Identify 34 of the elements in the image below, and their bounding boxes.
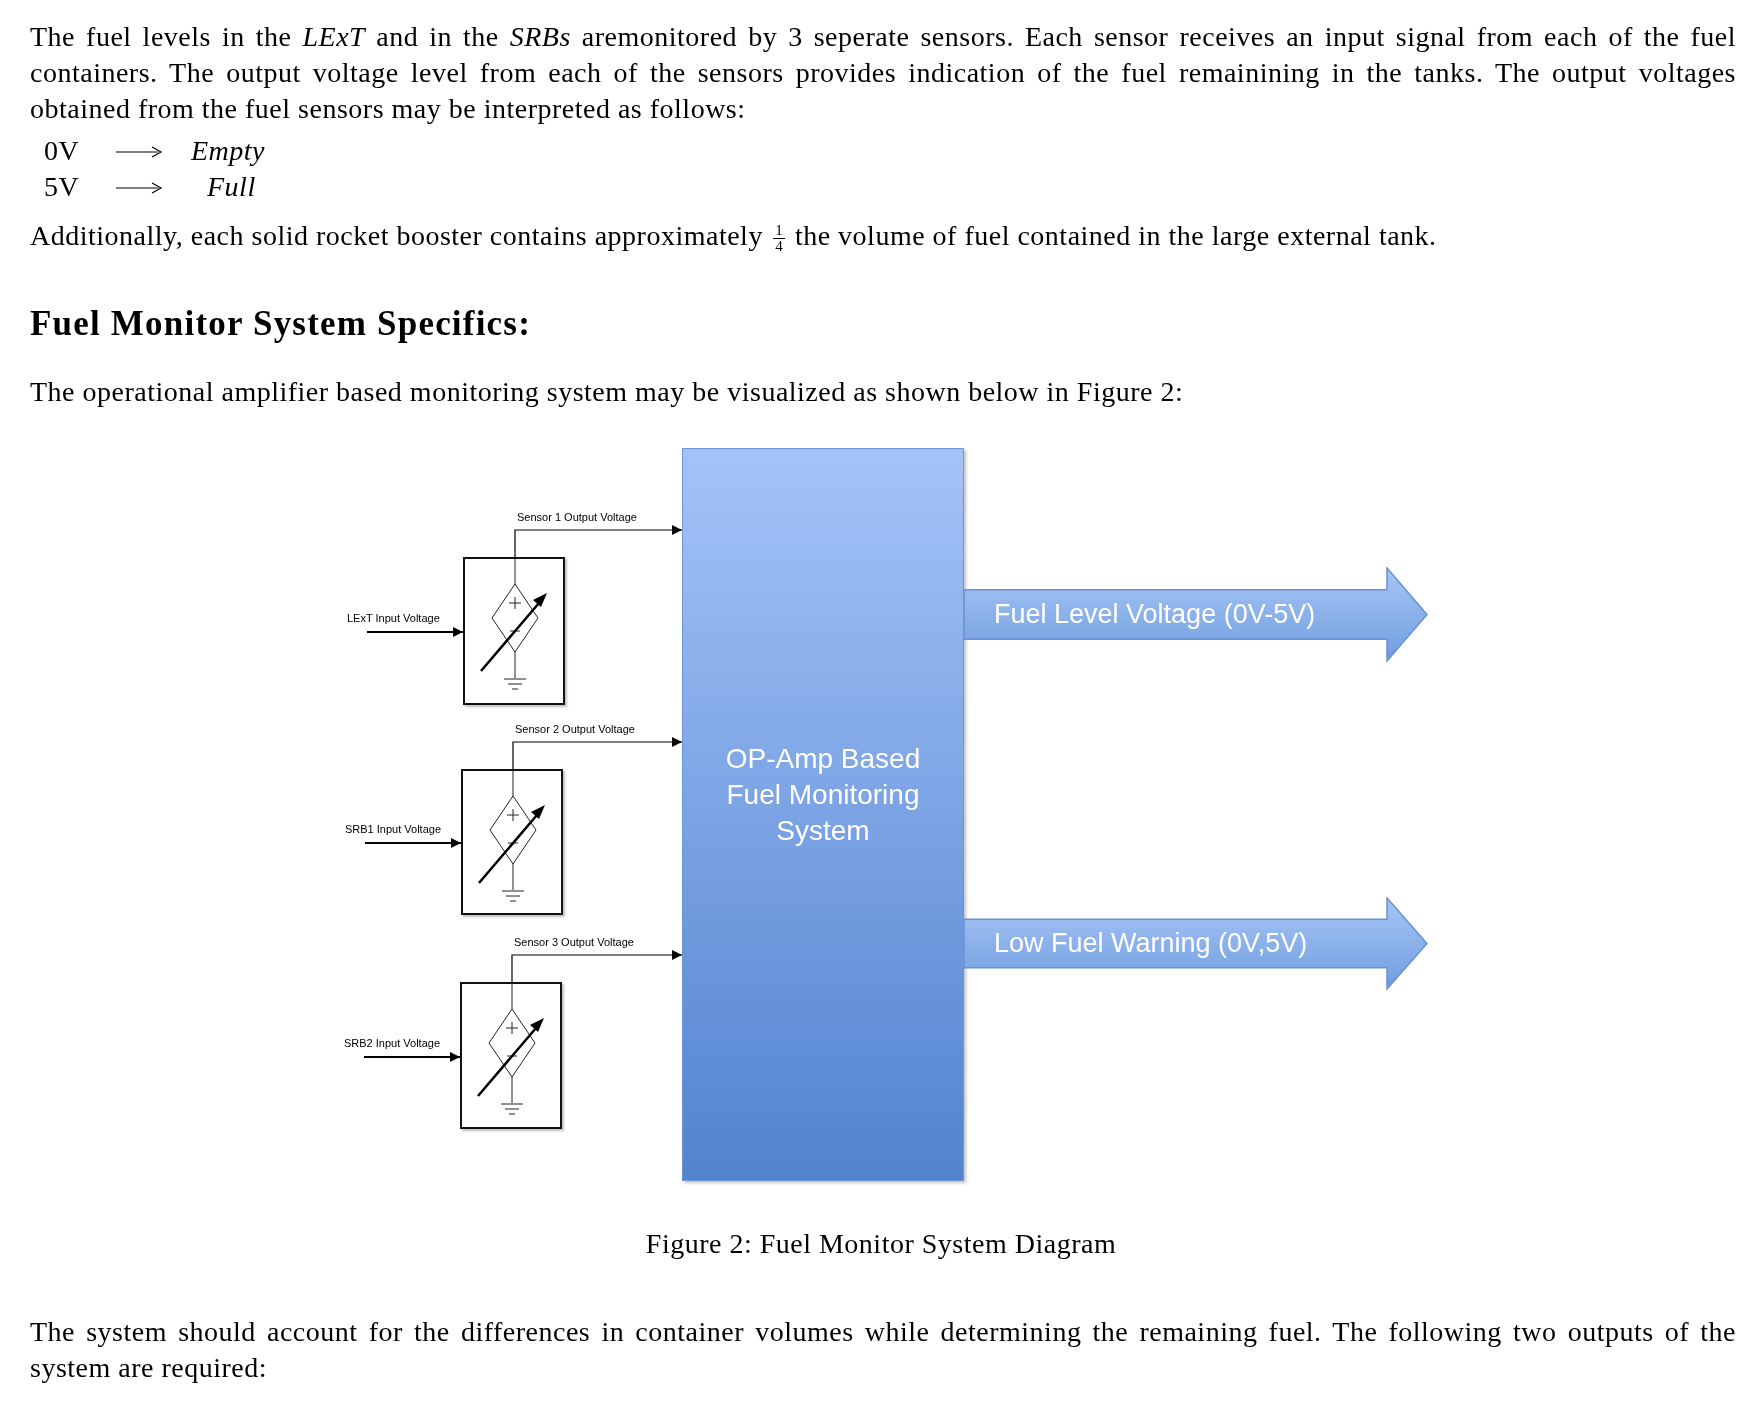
signal-arrow bbox=[512, 737, 683, 770]
arrow-label: Low Fuel Warning (0V,5V) bbox=[994, 928, 1308, 959]
edge-label: SRB2 Input Voltage bbox=[343, 1037, 441, 1050]
edge-label: Sensor 1 Output Voltage bbox=[516, 511, 638, 524]
output-block-arrow bbox=[964, 567, 1429, 662]
paragraph-text: The operational amplifier based monitoring system may be visualized as shown below in Figure 2: bbox=[30, 375, 1184, 409]
signal-arrow bbox=[363, 1052, 461, 1062]
edge-label: SRB1 Input Voltage bbox=[344, 823, 442, 836]
fraction-denominator: 4 bbox=[775, 238, 783, 254]
paragraph-text: The system should account for the differences in container volumes while determining the remaining fuel. The following two outputs of the system are required: bbox=[30, 1315, 1736, 1385]
paragraph-text: The fuel levels in the LExT and in the SRBs aremonitored by 3 seperate sensors. Each sensor receives an input signal from each of the fuel containers. The output voltage level from each of the sensors provides indication of the fuel remainining in the tanks. The output voltages obtained from the fuel sensors may be interpreted as follows: bbox=[30, 20, 1736, 126]
block-label: OP-Amp Based Fuel Monitoring System bbox=[724, 741, 922, 848]
sensor-box bbox=[463, 557, 565, 705]
section-heading: Fuel Monitor System Specifics: bbox=[30, 304, 531, 344]
signal-arrow bbox=[364, 838, 462, 848]
mapping-text: Empty bbox=[191, 134, 266, 168]
fraction-numerator: 1 bbox=[775, 222, 783, 238]
figure-caption: Figure 2: Fuel Monitor System Diagram bbox=[644, 1228, 1118, 1260]
signal-arrow bbox=[366, 627, 464, 637]
mapping-text: 5V bbox=[44, 170, 80, 204]
system-block bbox=[682, 448, 964, 1181]
paragraph-text: the volume of fuel contained in the large external tank. bbox=[794, 219, 1437, 253]
sensor-box bbox=[461, 769, 563, 915]
signal-arrow bbox=[514, 525, 683, 558]
output-block-arrow bbox=[964, 897, 1429, 990]
signal-arrow bbox=[511, 950, 683, 983]
edge-label: LExT Input Voltage bbox=[346, 612, 441, 625]
edge-label: Sensor 2 Output Voltage bbox=[514, 723, 636, 736]
mapping-text: 0V bbox=[44, 134, 80, 168]
arrow-label: Fuel Level Voltage (0V-5V) bbox=[994, 599, 1316, 630]
edge-label: Sensor 3 Output Voltage bbox=[513, 936, 635, 949]
mapping-text: Full bbox=[207, 170, 256, 204]
sensor-box bbox=[460, 982, 562, 1129]
paragraph-text: Additionally, each solid rocket booster contains approximately bbox=[30, 219, 763, 253]
